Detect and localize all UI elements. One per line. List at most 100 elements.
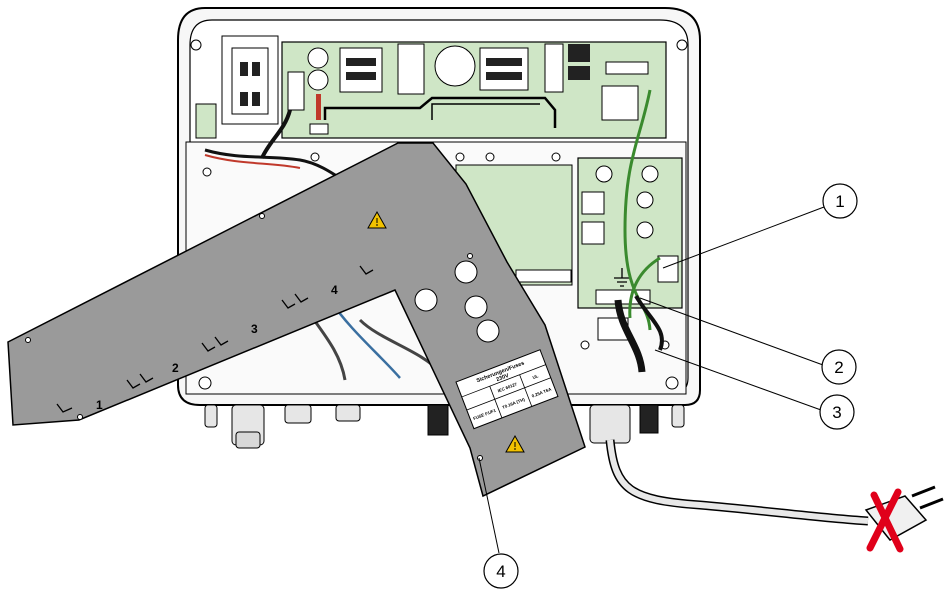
cover-hole <box>414 288 438 312</box>
fuse-holder <box>605 61 649 75</box>
screw-icon <box>665 376 679 390</box>
cable-gland <box>335 404 361 422</box>
cable-gland <box>589 404 631 444</box>
cable-gland <box>427 404 449 436</box>
callout-number: 1 <box>835 192 844 211</box>
callout-1: 1 <box>822 183 858 219</box>
channel-marker-icons <box>56 265 374 413</box>
screw-icon <box>676 39 688 51</box>
power-connector <box>601 85 639 121</box>
callout-leaders <box>478 206 825 554</box>
terminal-block <box>287 71 305 111</box>
red-indicator <box>316 94 321 120</box>
relay <box>544 43 564 93</box>
channel-label: 2 <box>172 361 179 375</box>
transformer <box>339 47 383 93</box>
cover-hole <box>476 319 500 343</box>
callout-number: 3 <box>832 403 841 422</box>
capacitor <box>307 69 329 91</box>
callout-3: 3 <box>819 394 855 430</box>
screw-icon <box>485 152 495 162</box>
enclosure-foot <box>204 404 218 428</box>
enclosure-foot <box>671 404 685 428</box>
cover-screw-icon <box>467 253 473 259</box>
power-cable <box>634 294 664 351</box>
cover-hole <box>454 260 478 284</box>
channel-label: 4 <box>331 283 338 297</box>
power-cord <box>605 439 944 553</box>
screw-icon <box>580 340 590 350</box>
transformer <box>479 47 529 91</box>
screw-icon <box>202 167 212 177</box>
connector-strip <box>515 269 572 283</box>
relay <box>568 66 590 80</box>
cover-screw-icon <box>259 213 265 219</box>
enclosure-screws <box>190 39 688 390</box>
callout-number: 4 <box>496 562 505 581</box>
terminal-screw-icon <box>641 165 659 183</box>
transformer-core <box>486 58 522 66</box>
green-module <box>195 103 217 139</box>
protective-cover-plate <box>7 142 586 498</box>
transformer-core <box>346 58 376 66</box>
switch-toggle <box>252 62 260 76</box>
pcb-trace <box>323 96 557 128</box>
switch-toggle <box>252 92 260 106</box>
transformer <box>397 43 425 95</box>
switch-housing <box>231 47 269 115</box>
wire-bundle <box>260 109 292 159</box>
screw-icon <box>198 376 212 390</box>
transformer-core <box>486 72 522 80</box>
cable-gland <box>235 431 261 449</box>
cover-screw-icon <box>25 337 31 343</box>
screw-icon <box>455 152 465 162</box>
callout-leader-1 <box>662 206 825 269</box>
fuse-rating-label: Sicherungen/Fuses 230V IEC 60127 UL FUSE… <box>455 349 559 430</box>
cable-gland <box>639 404 659 434</box>
screw-icon <box>310 152 320 162</box>
terminal-screw-icon <box>595 165 613 183</box>
cable-glands <box>204 404 685 449</box>
cover-screw-icon <box>77 414 83 420</box>
warning-icon <box>505 434 525 453</box>
transformer-core <box>346 72 376 80</box>
cover-hole <box>464 295 488 319</box>
connector <box>309 123 329 135</box>
terminal-block <box>581 191 605 215</box>
protective-cover: 1 2 3 4 Sicherungen/Fuses 230V IEC 60127… <box>7 142 586 498</box>
cable-gland <box>284 404 312 424</box>
screw-icon <box>551 152 561 162</box>
terminal-block <box>581 221 605 245</box>
channel-label: 3 <box>251 322 258 336</box>
callout-number: 2 <box>834 358 843 377</box>
warning-icon <box>367 210 387 229</box>
fuse-label-voltage: 230V <box>496 373 510 383</box>
power-board <box>195 35 667 139</box>
terminal-screw-icon <box>636 221 654 239</box>
pcb-trace <box>431 103 540 120</box>
buzzer <box>434 45 476 87</box>
wire-green <box>628 256 661 319</box>
power-cable <box>614 299 646 373</box>
power-cord-cable <box>607 439 869 524</box>
unplug-cross-icon <box>866 488 904 553</box>
cover-screw-icon <box>477 455 483 461</box>
channel-label: 1 <box>96 398 103 412</box>
wire-bundle <box>204 154 301 169</box>
wiring <box>204 89 664 381</box>
capacitor <box>307 47 329 69</box>
ground-terminal <box>657 255 679 283</box>
callout-2: 2 <box>821 349 857 385</box>
screw-icon <box>190 39 202 51</box>
callout-leader-3 <box>654 349 822 411</box>
relay <box>568 44 590 62</box>
callout-leader-2 <box>639 297 824 366</box>
callout-leader-4 <box>478 457 500 554</box>
fuse-label-ul-header: UL <box>532 373 539 380</box>
ground-symbol-icon <box>614 268 630 287</box>
callout-4: 4 <box>483 553 519 589</box>
switch-toggle <box>240 92 248 106</box>
switch-toggle <box>240 62 248 76</box>
